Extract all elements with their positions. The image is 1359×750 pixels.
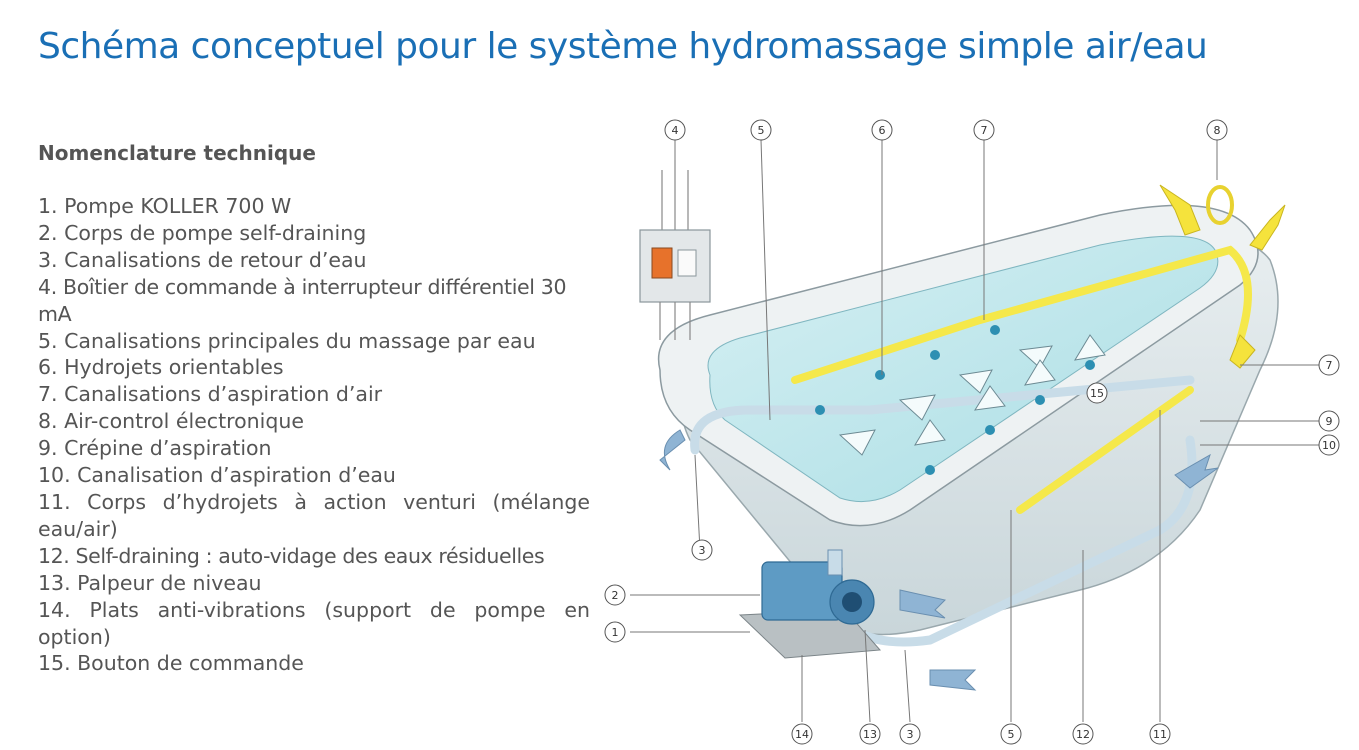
svg-text:1: 1 — [612, 626, 619, 639]
nomenclature-item-8: 8. Air-control électronique — [38, 409, 304, 434]
nomenclature-item-1: 1. Pompe KOLLER 700 W — [38, 194, 292, 218]
bathtub-diagram: 4 5 6 7 8 7 9 10 15 2 1 3 14 13 3 5 12 1… — [604, 119, 1340, 745]
svg-text:4: 4 — [672, 124, 679, 137]
nomenclature-item-9: 9. Crépine d’aspiration — [38, 436, 272, 461]
nomenclature-item-7: 7. Canalisations d’aspiration d’air — [38, 382, 383, 407]
callout-3-bottom: 3 — [899, 723, 921, 745]
svg-text:9: 9 — [1326, 415, 1333, 428]
svg-text:14: 14 — [795, 728, 809, 741]
svg-text:6: 6 — [879, 124, 886, 137]
callout-12: 12 — [1072, 723, 1094, 745]
callout-15: 15 — [1086, 382, 1108, 404]
nomenclature-item-3: 3. Canalisations de retour d’eau — [38, 247, 367, 272]
air-intake-arrows — [1159, 184, 1286, 369]
nomenclature-item-13: 13. Palpeur de niveau — [38, 570, 262, 595]
svg-text:11: 11 — [1153, 728, 1167, 741]
callout-3-left: 3 — [691, 539, 713, 561]
callout-14: 14 — [791, 723, 813, 745]
callout-8: 8 — [1206, 119, 1228, 141]
water-jets — [815, 325, 1095, 475]
callout-7-top: 7 — [973, 119, 995, 141]
page-title: Schéma conceptuel pour le système hydrom… — [38, 26, 1208, 67]
callout-5-top: 5 — [750, 119, 772, 141]
svg-text:13: 13 — [863, 728, 877, 741]
nomenclature-item-10: 10. Canalisation d’aspiration d’eau — [38, 463, 396, 488]
nomenclature-item-12: 12. Self-draining : auto-vidage des eaux… — [38, 543, 545, 568]
callout-11: 11 — [1149, 723, 1171, 745]
leader-lines — [630, 139, 1320, 723]
svg-text:12: 12 — [1076, 728, 1090, 741]
callout-1: 1 — [604, 621, 626, 643]
pump-assembly — [738, 549, 882, 659]
nomenclature-item-15: 15. Bouton de commande — [38, 651, 304, 676]
return-flow-arrows — [659, 429, 1219, 691]
svg-text:7: 7 — [1326, 359, 1333, 372]
svg-text:2: 2 — [612, 589, 619, 602]
callout-9: 9 — [1318, 410, 1340, 432]
callout-7-right: 7 — [1318, 354, 1340, 376]
svg-text:3: 3 — [699, 544, 706, 557]
callout-10: 10 — [1318, 434, 1340, 456]
nomenclature-item-14: 14. Plats anti-vibrations (support de po… — [38, 597, 590, 649]
jet-arrows — [838, 334, 1106, 456]
air-pipe-back — [791, 245, 1252, 384]
svg-text:7: 7 — [981, 124, 988, 137]
air-pipe-front — [1016, 386, 1194, 514]
nomenclature-item-11: 11. Corps d’hydrojets à action venturi (… — [38, 489, 590, 541]
water-pipe-main — [690, 375, 1195, 455]
nomenclature-heading: Nomenclature technique — [38, 141, 316, 165]
nomenclature-list: 1. Pompe KOLLER 700 W 2. Corps de pompe … — [38, 193, 590, 677]
control-box — [639, 160, 711, 340]
callout-4: 4 — [664, 119, 686, 141]
nomenclature-item-6: 6. Hydrojets orientables — [38, 355, 284, 380]
svg-text:15: 15 — [1090, 387, 1104, 400]
callout-5-bottom: 5 — [1000, 723, 1022, 745]
air-control-swirl — [1206, 185, 1234, 225]
water-basin — [707, 235, 1219, 503]
svg-text:3: 3 — [907, 728, 914, 741]
svg-text:10: 10 — [1322, 439, 1336, 452]
callout-13: 13 — [859, 723, 881, 745]
nomenclature-item-5: 5. Canalisations principales du massage … — [38, 328, 536, 353]
nomenclature-item-4: 4. Boîtier de commande à interrupteur di… — [38, 274, 567, 326]
svg-text:8: 8 — [1214, 124, 1221, 137]
callout-2: 2 — [604, 584, 626, 606]
nomenclature-item-2: 2. Corps de pompe self-draining — [38, 220, 367, 245]
callout-6: 6 — [871, 119, 893, 141]
svg-text:5: 5 — [758, 124, 765, 137]
svg-text:5: 5 — [1008, 728, 1015, 741]
